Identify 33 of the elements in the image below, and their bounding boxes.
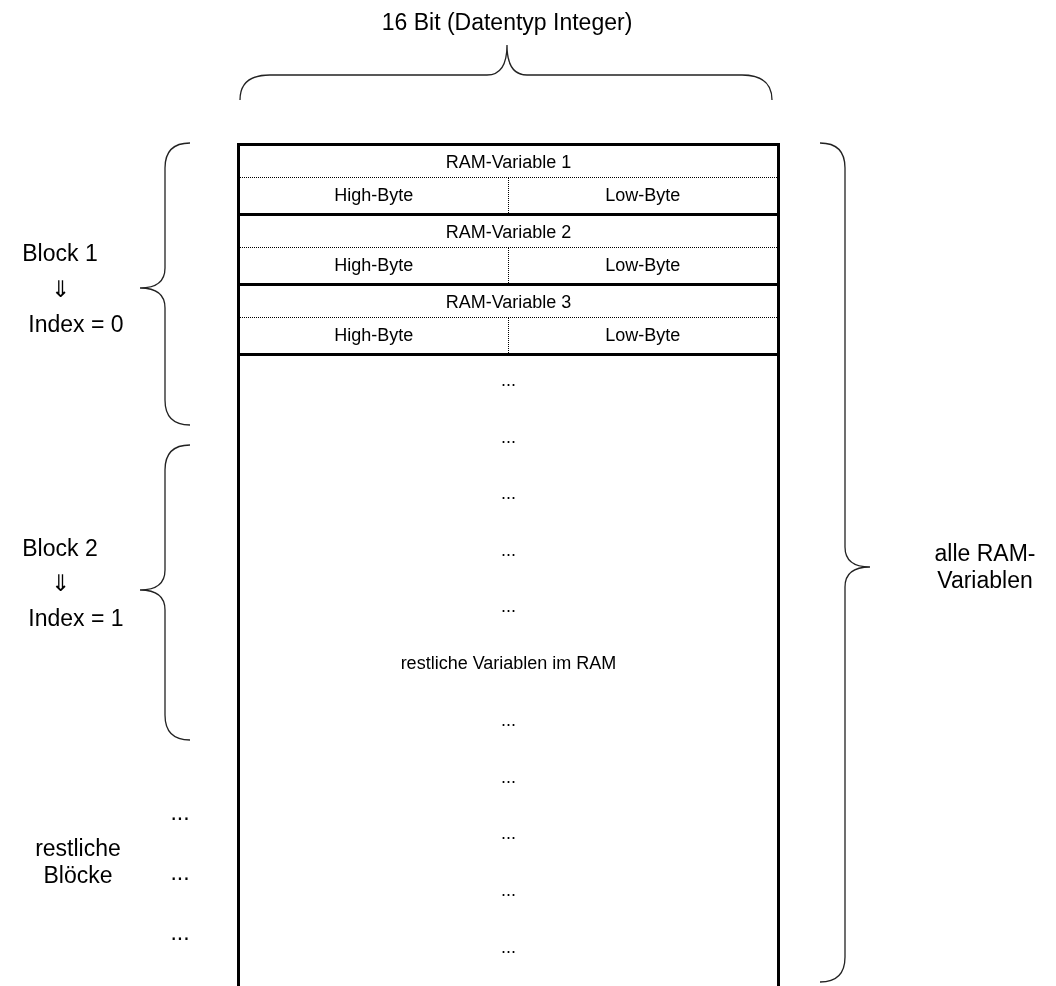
variable-heading: RAM-Variable 2 — [240, 216, 777, 248]
annotation-label: Block 1 — [22, 239, 98, 267]
annotation-label: Block 2 — [22, 534, 98, 562]
memory-text: ... — [500, 427, 517, 448]
byte-cell: Low-Byte — [508, 178, 777, 213]
variable-heading: RAM-Variable 3 — [240, 286, 777, 318]
memory-text: ... — [500, 540, 517, 561]
annotation-label: ⇓ — [50, 569, 70, 597]
annotation-label: restliche Blöcke — [34, 835, 122, 889]
memory-column — [237, 143, 780, 986]
byte-cell: High-Byte — [240, 178, 509, 213]
annotation-label: Index = 1 — [28, 604, 124, 632]
annotation-label: ... — [170, 858, 190, 886]
byte-cell: Low-Byte — [508, 318, 777, 353]
byte-cell: High-Byte — [240, 248, 509, 283]
byte-cell: Low-Byte — [508, 248, 777, 283]
memory-text: restliche Variablen im RAM — [399, 653, 618, 674]
memory-text: ... — [500, 596, 517, 617]
memory-text: ... — [500, 880, 517, 901]
memory-text: ... — [500, 370, 517, 391]
annotation-label: ⇓ — [50, 275, 70, 303]
memory-text: ... — [500, 483, 517, 504]
variable-heading: RAM-Variable 1 — [240, 146, 777, 178]
memory-text: ... — [500, 710, 517, 731]
annotation-label: 16 Bit (Datentyp Integer) — [381, 8, 633, 36]
annotation-label: Index = 0 — [28, 310, 124, 338]
memory-text: ... — [500, 767, 517, 788]
annotation-label: ... — [170, 798, 190, 826]
annotation-label: alle RAM-Variablen — [933, 540, 1037, 594]
memory-text: ... — [500, 823, 517, 844]
annotation-label: ... — [170, 918, 190, 946]
byte-cell: High-Byte — [240, 318, 509, 353]
memory-text: ... — [500, 937, 517, 958]
